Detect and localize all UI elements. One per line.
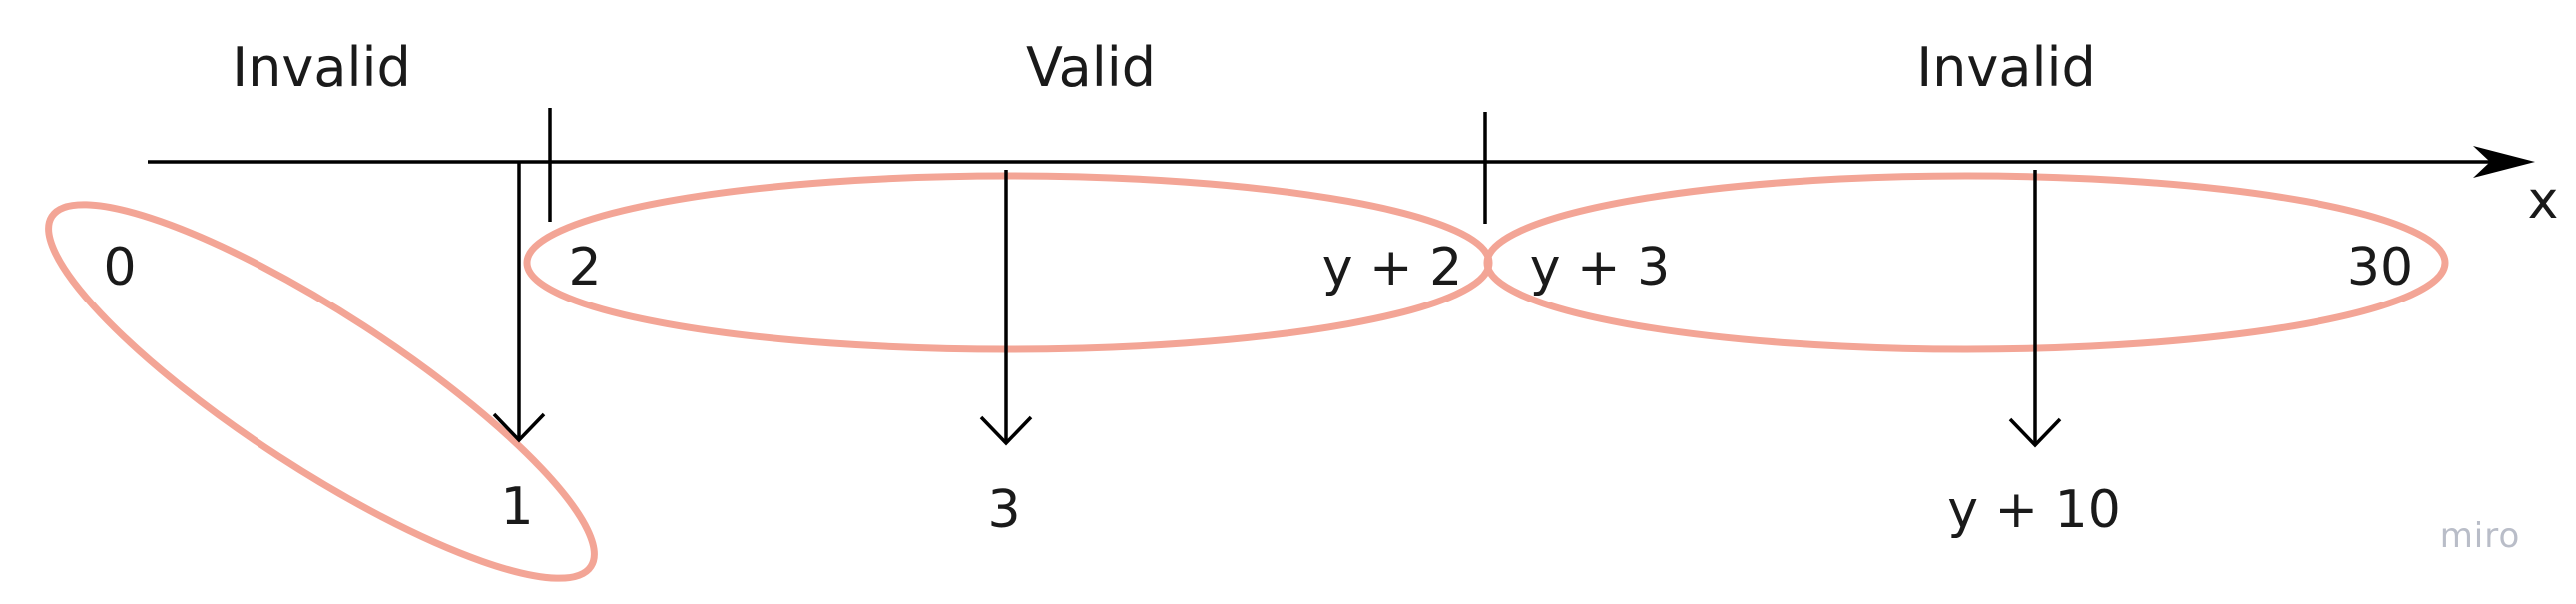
mapping-arrowhead-valid bbox=[979, 415, 1033, 446]
output-label-1: 1 bbox=[500, 477, 533, 537]
domain-label-0: 0 bbox=[103, 238, 136, 298]
domain-label-2: 2 bbox=[568, 238, 601, 298]
region-label-invalid-left: Invalid bbox=[232, 36, 410, 99]
region-label-invalid-right: Invalid bbox=[1916, 36, 2095, 99]
partition-ellipse-invalid-right bbox=[1483, 172, 2449, 353]
miro-watermark-logo: miro bbox=[2440, 516, 2521, 556]
domain-label-30: 30 bbox=[2347, 238, 2413, 298]
domain-label-y-plus-3: y + 3 bbox=[1530, 238, 1671, 298]
axis-label-x: x bbox=[2528, 171, 2559, 231]
output-label-y-plus-10: y + 10 bbox=[1947, 480, 2121, 540]
partition-ellipse-invalid-left bbox=[45, 201, 598, 582]
region-label-valid: Valid bbox=[1026, 36, 1156, 99]
number-line-arrowhead bbox=[2473, 146, 2535, 178]
mapping-arrowhead-invalid-left bbox=[492, 412, 546, 443]
mapping-arrowhead-invalid-right bbox=[2008, 417, 2062, 448]
domain-label-y-plus-2: y + 2 bbox=[1322, 238, 1463, 298]
output-label-3: 3 bbox=[987, 480, 1020, 540]
